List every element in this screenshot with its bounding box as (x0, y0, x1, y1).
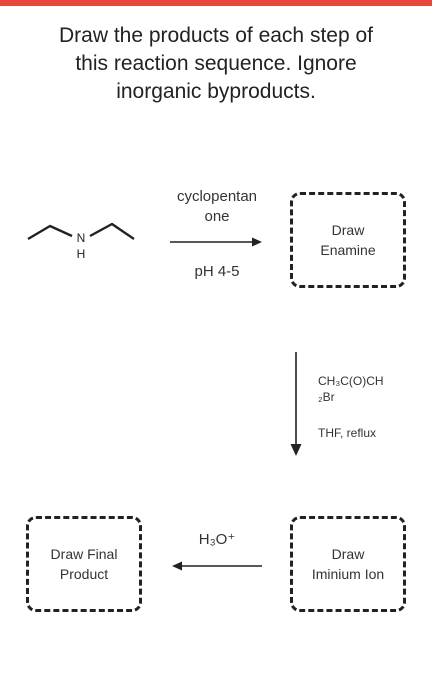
diethylamine-structure: N H (27, 222, 135, 261)
step1-arrow (170, 237, 262, 247)
step1-condition: pH 4-5 (194, 263, 240, 280)
step2-reagent-line-2: ₂Br (318, 390, 335, 404)
hydrogen-atom: H (77, 247, 86, 261)
title-line-1: Draw the products of each step of (58, 24, 373, 47)
final-label-line-2: Product (59, 566, 109, 582)
iminium-drop-zone[interactable]: Draw Iminium Ion (290, 516, 406, 612)
top-accent-bar (0, 0, 432, 6)
step2-reagent: CH₃C(O)CH ₂Br (318, 373, 384, 405)
step3-arrow (172, 561, 262, 571)
enamine-label-line-1: Draw (331, 222, 365, 238)
step2-arrow (290, 352, 302, 456)
final-product-drop-zone[interactable]: Draw Final Product (26, 516, 142, 612)
iminium-label-line-2: Iminium Ion (311, 566, 385, 582)
step2-reagent-line-1: CH₃C(O)CH (318, 374, 384, 388)
ethyl-bond-left (27, 224, 73, 241)
step2-condition: THF, reflux (318, 426, 377, 440)
iminium-label-line-1: Draw (331, 546, 365, 562)
final-label-line-1: Draw Final (50, 546, 118, 562)
title-line-3: inorganic byproducts. (116, 80, 316, 103)
title-line-2: this reaction sequence. Ignore (75, 52, 357, 75)
question-title: Draw the products of each step of this r… (16, 22, 416, 106)
enamine-label-line-2: Enamine (320, 242, 376, 258)
step3-reagent: H₃O⁺ (198, 531, 236, 548)
enamine-drop-zone[interactable]: Draw Enamine (290, 192, 406, 288)
step1-reagent: cyclopentan one (158, 187, 276, 227)
step1-reagent-line-1: cyclopentan (176, 188, 258, 205)
ethyl-bond-right (89, 222, 135, 240)
nitrogen-atom: N (77, 231, 86, 245)
step1-reagent-line-2: one (204, 208, 230, 225)
